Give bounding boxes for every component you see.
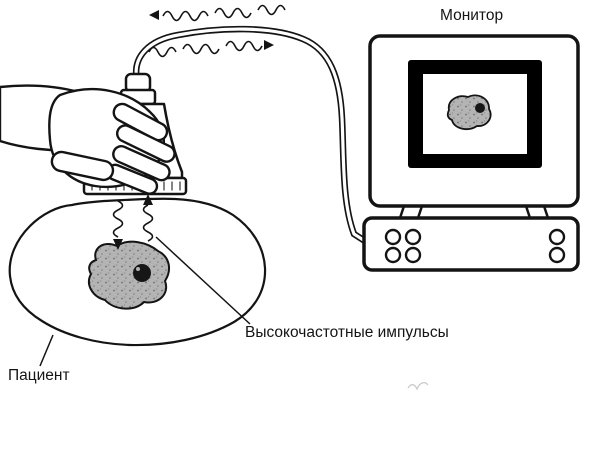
organ-lesion-highlight — [136, 267, 140, 271]
signal-waves-outgoing — [149, 4, 286, 22]
stray-mark — [407, 382, 429, 391]
console-button — [404, 246, 422, 264]
arrow-up-icon — [143, 194, 153, 205]
finger-middle — [115, 124, 176, 163]
patient-label: Пациент — [8, 367, 70, 384]
organ-on-screen-outline — [446, 94, 492, 131]
console-button — [384, 228, 402, 246]
wave-stroke — [257, 4, 286, 16]
wave-stroke — [225, 40, 263, 52]
cable-core — [134, 27, 370, 245]
organ-outline — [87, 240, 171, 310]
hand — [0, 84, 176, 195]
organ-image-on-screen — [446, 94, 492, 131]
wave-stroke — [214, 7, 252, 19]
arrow-down-icon — [113, 239, 123, 250]
cable — [132, 25, 372, 247]
patient-pointer-line — [39, 334, 54, 367]
console-button — [384, 246, 402, 264]
signal-waves-return — [148, 40, 274, 58]
arrow-left-icon — [149, 10, 159, 20]
console-button — [548, 228, 566, 246]
pulse-wave-up — [142, 204, 154, 242]
pulse-waves — [112, 194, 154, 250]
wave-stroke — [182, 43, 220, 55]
wave-stroke — [162, 10, 209, 22]
monitor-stand — [398, 205, 550, 219]
monitor-label: Монитор — [440, 7, 503, 24]
pulses-label: Высокочастотные импульсы — [245, 324, 449, 341]
organ — [87, 240, 171, 310]
patient-body — [8, 197, 267, 347]
wave-stroke — [148, 46, 177, 58]
console-button — [548, 246, 566, 264]
pulse-wave-down — [112, 200, 124, 238]
monitor — [368, 34, 580, 219]
organ-lesion — [133, 264, 151, 282]
arrow-right-icon — [264, 40, 274, 50]
pulses-pointer-line — [155, 236, 251, 325]
console-button — [404, 228, 422, 246]
console — [362, 216, 580, 272]
thumb — [50, 150, 115, 182]
finger-ring — [112, 145, 171, 182]
organ-on-screen-lesion — [475, 103, 485, 113]
